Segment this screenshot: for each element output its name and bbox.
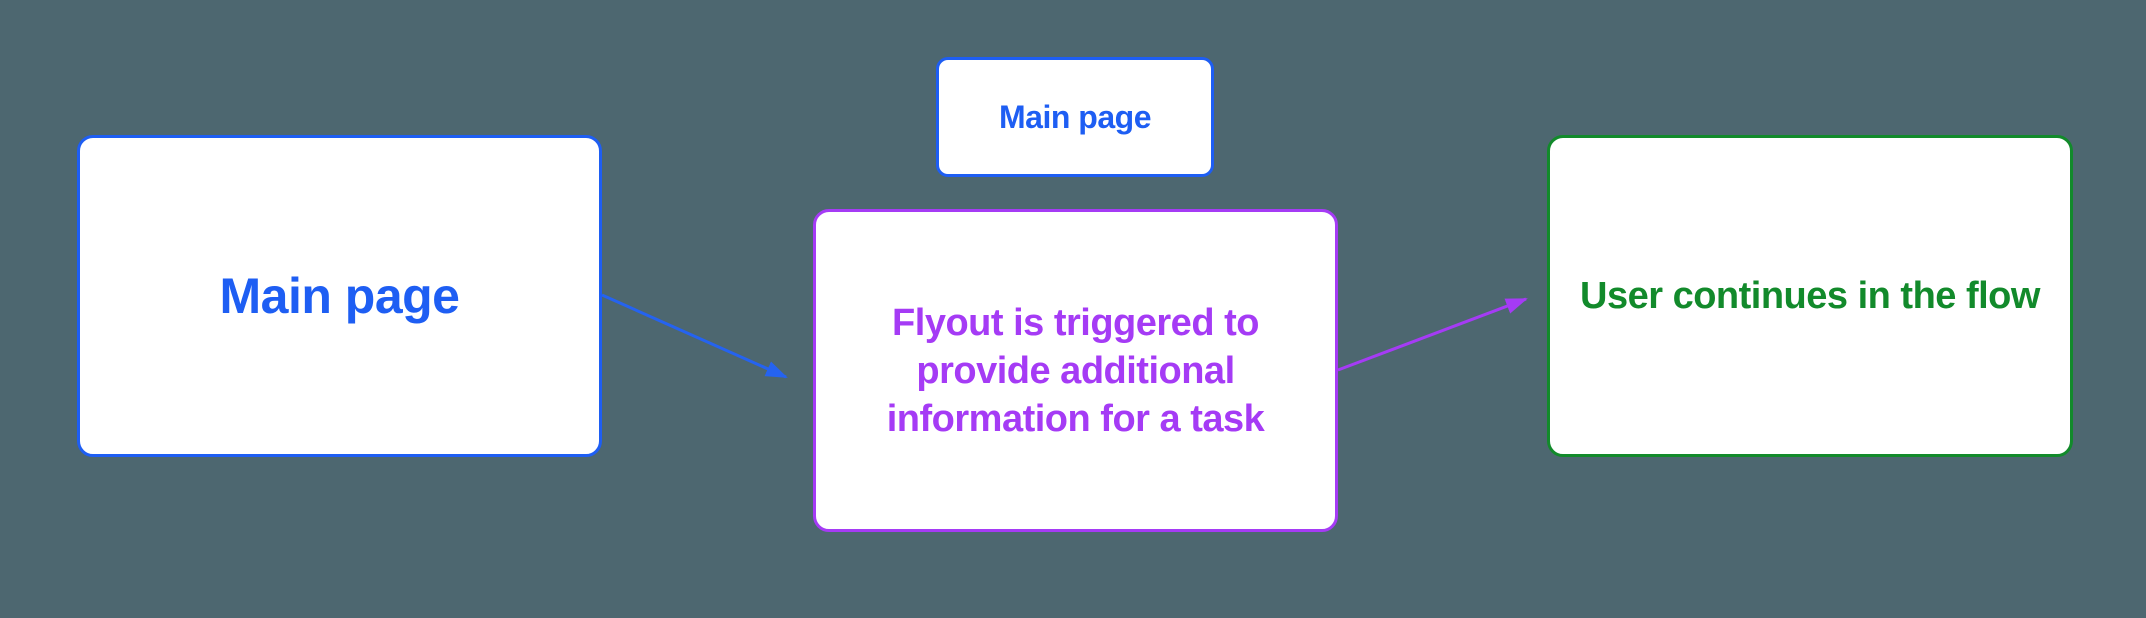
node-flyout[interactable]: Flyout is triggered to provide additiona… (813, 209, 1338, 532)
node-main-page-mini[interactable]: Main page (936, 57, 1214, 177)
node-main-page-label: Main page (219, 268, 460, 324)
node-user-continues[interactable]: User continues in the flow (1547, 135, 2073, 457)
node-user-continues-label: User continues in the flow (1580, 275, 2040, 317)
arrow-flyout-to-continue[interactable] (1337, 297, 1528, 372)
node-main-page-mini-label: Main page (999, 99, 1151, 135)
node-flyout-label: Flyout is triggered to provide additiona… (886, 301, 1265, 440)
node-main-page[interactable]: Main page (77, 135, 602, 457)
arrow-main-to-flyout[interactable] (601, 293, 788, 379)
